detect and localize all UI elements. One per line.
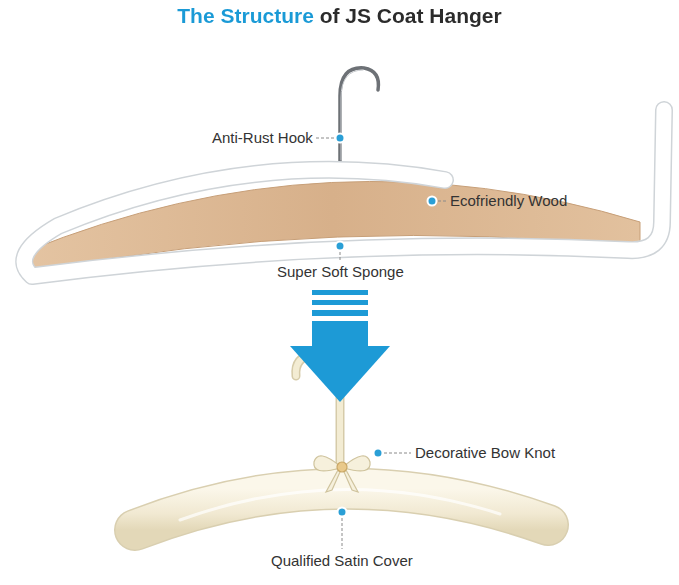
part-label: Ecofriendly Wood xyxy=(450,192,567,210)
bow-knot xyxy=(314,456,370,492)
leader-line xyxy=(316,138,446,549)
metal-hook xyxy=(340,68,378,168)
metal-hook-shine xyxy=(341,70,363,160)
part-label: Anti-Rust Hook xyxy=(212,129,313,147)
title-row: The Structure of JS Coat Hanger xyxy=(0,3,679,29)
title: The Structure of JS Coat Hanger xyxy=(177,3,501,29)
satin-crease xyxy=(180,489,500,520)
sponge-outline xyxy=(24,110,664,276)
part-label: Qualified Satin Cover xyxy=(271,552,413,570)
sponge-strip xyxy=(24,110,664,276)
part-label: Super Soft Sponge xyxy=(277,263,404,281)
transition-arrow xyxy=(290,290,390,402)
part-label: Decorative Bow Knot xyxy=(415,444,555,462)
